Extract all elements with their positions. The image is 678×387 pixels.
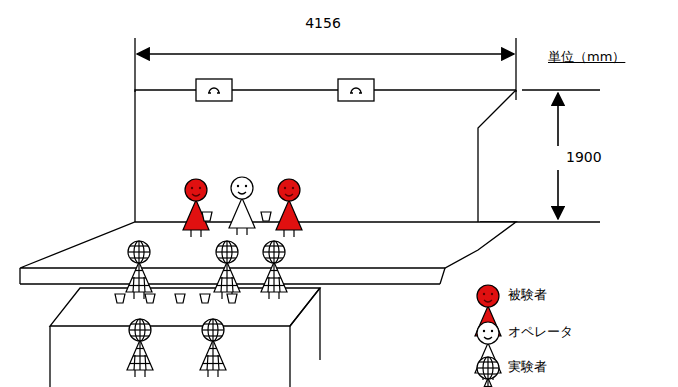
table	[49, 326, 50, 387]
camera	[208, 88, 220, 93]
cup	[115, 294, 125, 303]
extension-line	[515, 38, 516, 92]
subject-figure	[276, 179, 302, 237]
table	[50, 288, 320, 326]
legend-text: オペレータ	[508, 325, 573, 339]
extension-line	[134, 38, 135, 92]
platform-floor	[20, 222, 516, 268]
cup	[145, 294, 155, 303]
unit-note: 単位（mm）	[548, 50, 625, 64]
experimenter-figure	[127, 319, 153, 377]
dimension-value: 4156	[305, 16, 341, 31]
platform-edge	[19, 268, 20, 284]
extension-line	[522, 89, 600, 90]
cup	[261, 212, 271, 221]
cup	[202, 212, 212, 221]
experimenter-figure	[475, 357, 501, 387]
table	[319, 288, 320, 360]
legend-text: 実験者	[508, 360, 547, 374]
cup	[227, 294, 237, 303]
cup	[200, 294, 210, 303]
table	[289, 326, 290, 387]
subject-figure	[183, 179, 209, 237]
camera	[350, 88, 362, 93]
dimension-value: 1900	[566, 150, 602, 165]
experimenter-figure	[261, 241, 287, 299]
experimenter-figure	[126, 241, 152, 299]
cup	[175, 294, 185, 303]
legend-text: 被験者	[508, 288, 547, 302]
experimenter-figure	[214, 241, 240, 299]
dimension-line	[557, 170, 559, 219]
back-wall	[135, 90, 516, 222]
dimension-line	[137, 53, 514, 55]
camera	[196, 79, 232, 101]
operator-figure	[229, 177, 255, 235]
table	[290, 288, 320, 326]
experimenter-figure	[200, 319, 226, 377]
side-wall	[515, 90, 516, 100]
dimension-line	[557, 93, 559, 146]
platform-edge	[440, 268, 445, 284]
camera	[338, 79, 374, 101]
subject-figure	[475, 285, 501, 343]
operator-figure	[475, 322, 501, 380]
